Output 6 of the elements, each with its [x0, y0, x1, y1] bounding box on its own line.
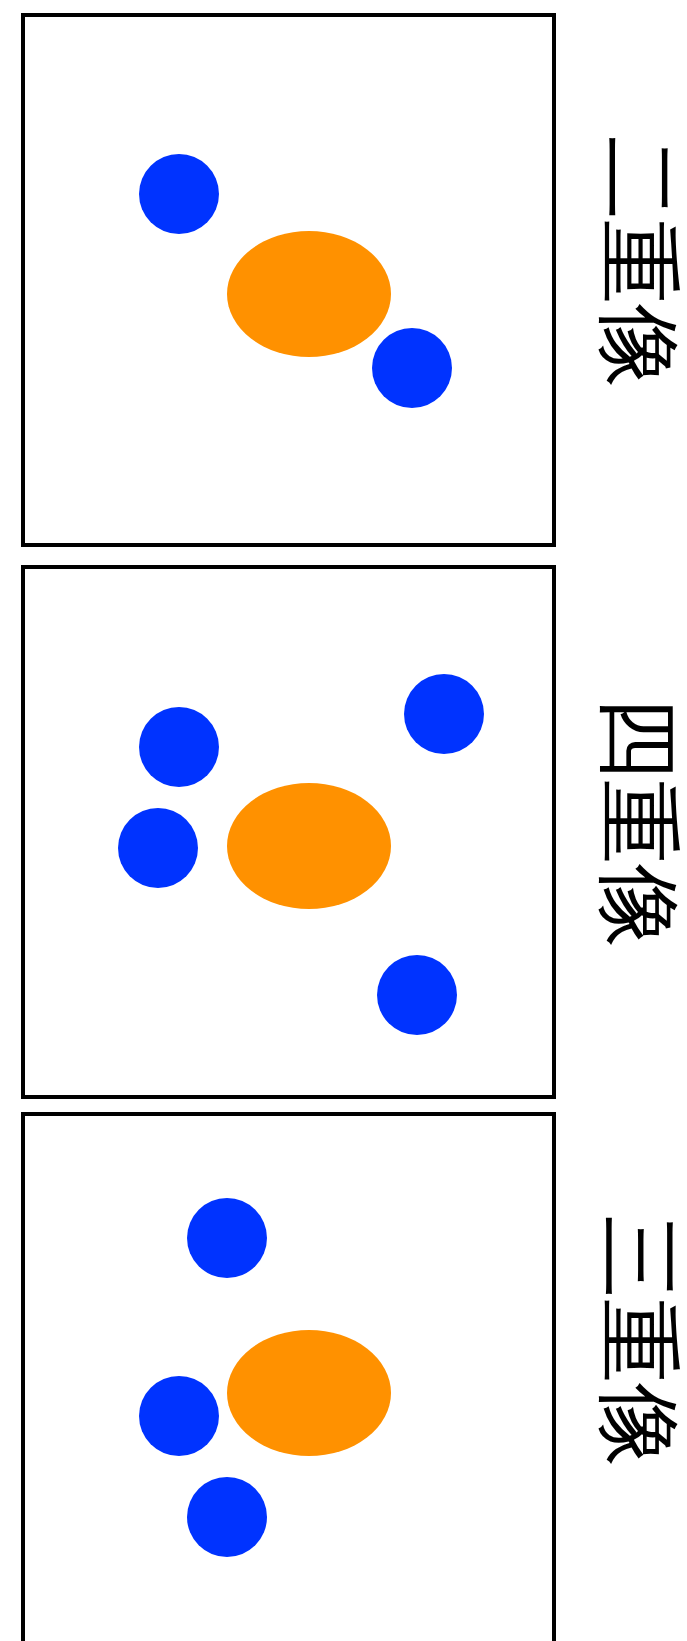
panel-label: 四重像: [597, 696, 681, 948]
panel-box: [21, 1112, 556, 1641]
panel-box: [21, 565, 556, 1099]
panel-label: 三重像: [597, 1215, 681, 1467]
panel-label: 二重像: [597, 136, 681, 388]
panel-box: [21, 13, 556, 547]
